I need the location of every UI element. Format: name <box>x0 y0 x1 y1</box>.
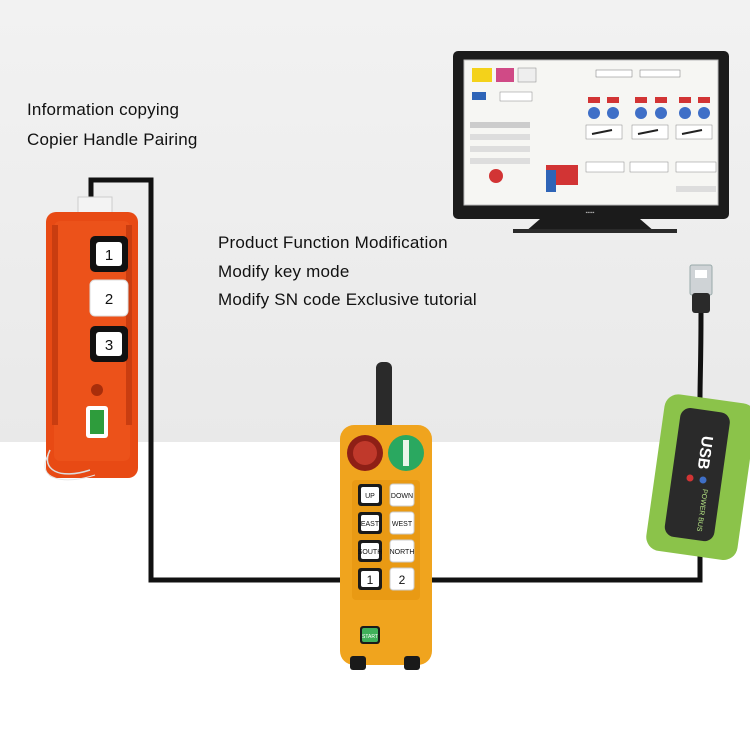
key-down: DOWN <box>389 483 415 507</box>
svg-text:1: 1 <box>367 573 374 587</box>
svg-text:EAST: EAST <box>361 521 380 528</box>
orange-remote: 1 2 3 <box>44 196 138 481</box>
key-up: UP <box>358 484 382 506</box>
orange-remote-button-1-label: 1 <box>105 247 113 264</box>
orange-remote-button-3: 3 <box>90 326 128 362</box>
power-led <box>686 474 694 482</box>
monitor-screen-content <box>470 67 717 192</box>
caption-information-copying: Information copying <box>27 100 180 119</box>
svg-text:NORTH: NORTH <box>390 549 415 556</box>
key-east: EAST <box>358 512 382 534</box>
yellow-remote-keypad: UP DOWN EAST WEST SOUTH NORTH 1 2 START <box>358 483 415 644</box>
orange-remote-button-2-label: 2 <box>105 291 113 308</box>
orange-remote-button-3-label: 3 <box>105 337 113 354</box>
usb-dongle: USB POWER BUS <box>646 264 750 560</box>
usb-plug <box>689 264 713 296</box>
key-west: WEST <box>389 511 415 535</box>
orange-remote-button-2: 2 <box>89 279 129 317</box>
svg-text:▪▪▪▪▪: ▪▪▪▪▪ <box>586 210 595 216</box>
key-2: 2 <box>389 567 415 591</box>
svg-text:DOWN: DOWN <box>391 493 413 500</box>
key-1: 1 <box>358 568 382 590</box>
bus-led <box>699 476 707 484</box>
caption-key-mode: Modify key mode <box>218 262 350 281</box>
key-north: NORTH <box>389 539 415 563</box>
caption-function-modification: Product Function Modification <box>218 233 448 252</box>
key-south: SOUTH <box>358 540 383 562</box>
orange-remote-power-switch <box>90 410 104 434</box>
orange-remote-button-1: 1 <box>90 236 128 272</box>
svg-text:WEST: WEST <box>392 521 413 528</box>
usb-label: USB <box>694 435 716 471</box>
caption-sn-code: Modify SN code Exclusive tutorial <box>218 290 477 309</box>
connection-cable <box>88 177 703 583</box>
yellow-remote: UP DOWN EAST WEST SOUTH NORTH 1 2 START <box>340 362 432 670</box>
antenna <box>376 362 392 442</box>
key-start: START <box>360 626 380 644</box>
svg-text:2: 2 <box>399 573 406 587</box>
svg-text:UP: UP <box>365 493 375 500</box>
svg-text:START: START <box>362 634 378 640</box>
monitor: ▪▪▪▪▪ <box>453 51 729 233</box>
svg-text:SOUTH: SOUTH <box>358 549 383 556</box>
caption-handle-pairing: Copier Handle Pairing <box>27 130 198 149</box>
orange-remote-indicator <box>91 384 103 396</box>
